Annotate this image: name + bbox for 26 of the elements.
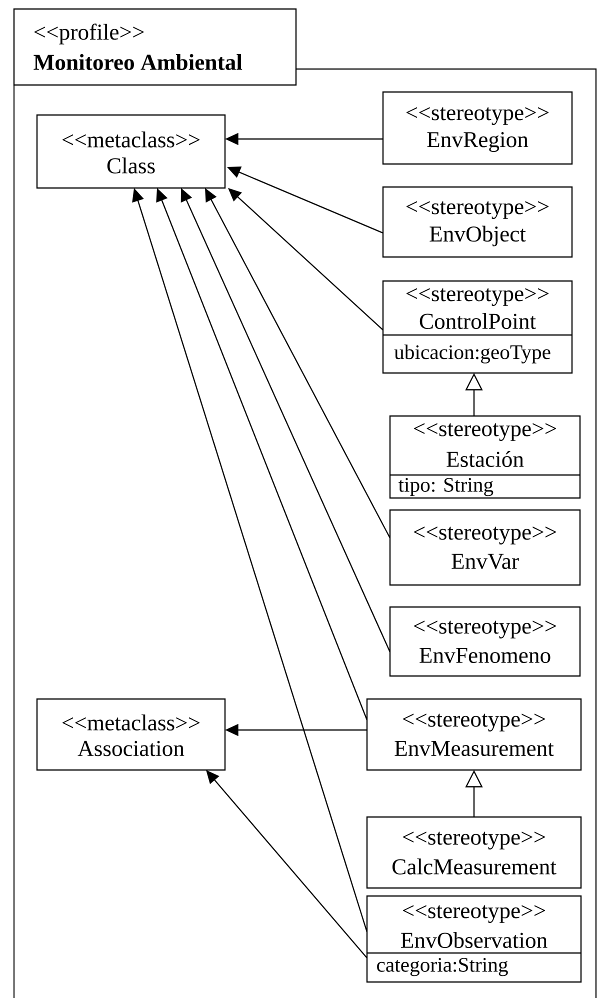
stereotype-label: <<stereotype>> <box>406 288 549 306</box>
stereotype-label: <<stereotype>> <box>403 714 546 732</box>
class-name: Association <box>78 740 184 756</box>
attribute-text: categoria:String <box>377 958 508 976</box>
stereotype-label: <<stereotype>> <box>414 423 556 441</box>
class-name: Class <box>107 158 155 174</box>
class-name: ControlPoint <box>420 313 536 329</box>
stereotype-label: <<metaclass>> <box>62 132 200 148</box>
class-name: EnvFenomeno <box>420 648 550 664</box>
class-name: EnvRegion <box>427 132 528 152</box>
stereotype-label: <<stereotype>> <box>403 905 546 923</box>
class-name: EnvObservation <box>401 932 548 948</box>
stereotype-label: <<metaclass>> <box>62 714 200 730</box>
class-name: Estación <box>446 451 524 467</box>
stereotype-label: <<stereotype>> <box>403 832 546 850</box>
class-name: EnvMeasurement <box>394 740 554 756</box>
stereotype-label: <<stereotype>> <box>406 107 549 125</box>
attribute-text: tipo: String <box>398 478 494 496</box>
class-name: EnvObject <box>430 226 526 246</box>
class-name: CalcMeasurement <box>392 858 556 874</box>
stereotype-label: <<stereotype>> <box>406 201 549 219</box>
stereotype-label: <<stereotype>> <box>414 526 556 544</box>
attribute-text: ubicacion:geoType <box>394 344 550 364</box>
stereotype-label: <<stereotype>> <box>414 620 556 638</box>
extension-arrow <box>228 188 384 330</box>
class-name: EnvVar <box>452 554 519 570</box>
